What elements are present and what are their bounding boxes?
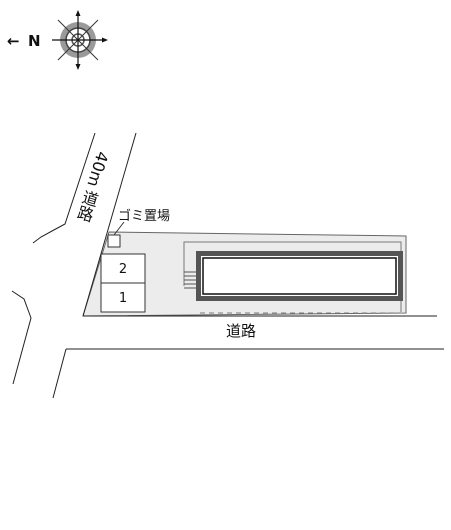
stairs bbox=[184, 271, 196, 289]
garbage-leader-line bbox=[113, 221, 125, 236]
side-road-edge-right bbox=[82, 132, 137, 317]
side-road-label-group: 40m 道路 bbox=[73, 149, 112, 223]
lower-road-edge-right bbox=[52, 348, 67, 399]
building-inner-outline bbox=[202, 257, 397, 295]
parking-space-1 bbox=[100, 282, 146, 313]
garbage-area-box bbox=[107, 234, 121, 248]
compass-tip-top bbox=[75, 10, 81, 16]
parking-space-label: 2 bbox=[119, 262, 127, 277]
parking-space-2 bbox=[100, 253, 146, 284]
compass-arrow: ← bbox=[7, 32, 20, 50]
side-road-edge-left bbox=[32, 132, 96, 244]
compass-tip-right bbox=[102, 37, 108, 43]
apartment-building bbox=[196, 251, 403, 301]
parking-area: 2 1 bbox=[100, 253, 146, 313]
parking-space-label: 1 bbox=[119, 291, 127, 306]
compass-rose-icon: ← N bbox=[7, 10, 108, 70]
compass-tip-bottom bbox=[75, 64, 81, 70]
lower-road-edge-left bbox=[11, 290, 32, 385]
main-road-label: 道路 bbox=[226, 322, 256, 340]
compass-north-label: N bbox=[28, 32, 41, 50]
side-road-label: 道路 bbox=[73, 187, 101, 223]
garbage-area-label: ゴミ置場 bbox=[118, 208, 170, 224]
